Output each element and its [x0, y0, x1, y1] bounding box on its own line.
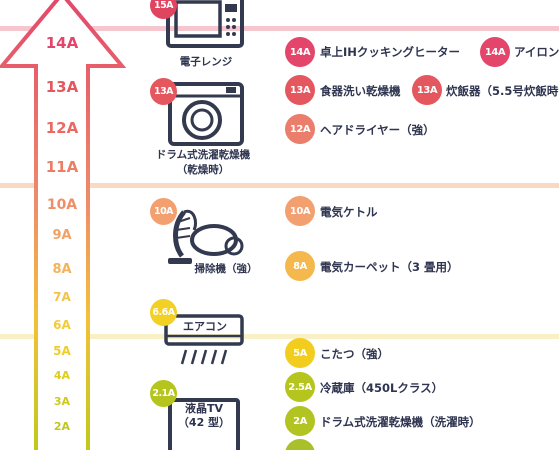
- scale-label-14a: 14A: [45, 34, 79, 52]
- drum-washer-name: ドラム式洗濯乾燥機 （乾燥時）: [136, 148, 270, 177]
- kotatsu-ampere-badge: 5A: [285, 338, 315, 368]
- scale-label-11a: 11A: [45, 158, 79, 176]
- rice-cooker-label: 炊飯器（5.5号炊飯時: [446, 84, 559, 98]
- ih-heater-label: 卓上IHクッキングヒーター: [320, 45, 461, 59]
- tv-name-line2: （42 型）: [177, 416, 231, 430]
- microwave-icon: [166, 0, 244, 48]
- carpet-label: 電気カーペット（3 畳用）: [320, 260, 459, 274]
- microwave-name: 電子レンジ: [179, 56, 233, 68]
- band-top: [0, 26, 559, 31]
- tv-ampere-badge: 2.1A: [150, 380, 177, 407]
- scale-label-13a: 13A: [45, 78, 79, 96]
- band-lower: [0, 334, 559, 339]
- scale-label-3a: 3A: [53, 395, 71, 408]
- next-item-badge: [285, 439, 315, 450]
- carpet-ampere-badge: 8A: [285, 251, 315, 281]
- air-conditioner-name: エアコン: [183, 320, 227, 333]
- kettle-label: 電気ケトル: [320, 205, 378, 219]
- hairdryer-label: ヘアドライヤー（強）: [320, 123, 435, 137]
- fridge-label: 冷蔵庫（450Lクラス）: [320, 381, 444, 395]
- fridge-ampere-badge: 2.5A: [285, 372, 315, 402]
- iron-ampere-badge: 14A: [480, 37, 510, 67]
- washer-wash-ampere-badge: 2A: [285, 406, 315, 436]
- kotatsu-label: こたつ（強）: [320, 347, 389, 361]
- drum-washer-icon: [168, 82, 244, 146]
- tv-icon: [168, 398, 240, 450]
- band-middle: [0, 183, 559, 188]
- tv-name-line1: 液晶TV: [184, 402, 224, 415]
- microwave-ampere-badge: 15A: [150, 0, 177, 19]
- scale-label-8a: 8A: [52, 262, 72, 277]
- washer-wash-label: ドラム式洗濯乾燥機（洗濯時）: [320, 415, 481, 429]
- vacuum-icon: [168, 209, 244, 264]
- dishwasher-label: 食器洗い乾燥機: [320, 84, 401, 98]
- hairdryer-ampere-badge: 12A: [285, 114, 315, 144]
- drum-washer-name-line1: ドラム式洗濯乾燥機: [155, 149, 251, 161]
- rice-cooker-ampere-badge: 13A: [412, 75, 442, 105]
- air-conditioner-icon: [164, 314, 244, 365]
- vacuum-name: 掃除機（強）: [194, 263, 258, 275]
- air-conditioner-ampere-badge: 6.6A: [150, 299, 177, 326]
- ih-heater-ampere-badge: 14A: [285, 37, 315, 67]
- kettle-ampere-badge: 10A: [285, 196, 315, 226]
- drum-washer-name-line2: （乾燥時）: [176, 163, 230, 176]
- drum-washer-ampere-badge: 13A: [150, 78, 177, 105]
- vacuum-ampere-badge: 10A: [150, 198, 177, 225]
- scale-label-6a: 6A: [53, 318, 71, 332]
- scale-label-12a: 12A: [45, 119, 79, 137]
- arrow-up-icon: [0, 0, 127, 450]
- scale-label-9a: 9A: [52, 228, 72, 243]
- tv-name: 液晶TV （42 型）: [176, 402, 232, 431]
- scale-label-2a: 2A: [53, 420, 71, 433]
- scale-label-7a: 7A: [53, 290, 71, 304]
- dishwasher-ampere-badge: 13A: [285, 75, 315, 105]
- scale-label-10a: 10A: [46, 197, 78, 213]
- iron-label: アイロン: [514, 45, 559, 59]
- scale-label-4a: 4A: [53, 369, 71, 382]
- scale-label-5a: 5A: [53, 344, 71, 358]
